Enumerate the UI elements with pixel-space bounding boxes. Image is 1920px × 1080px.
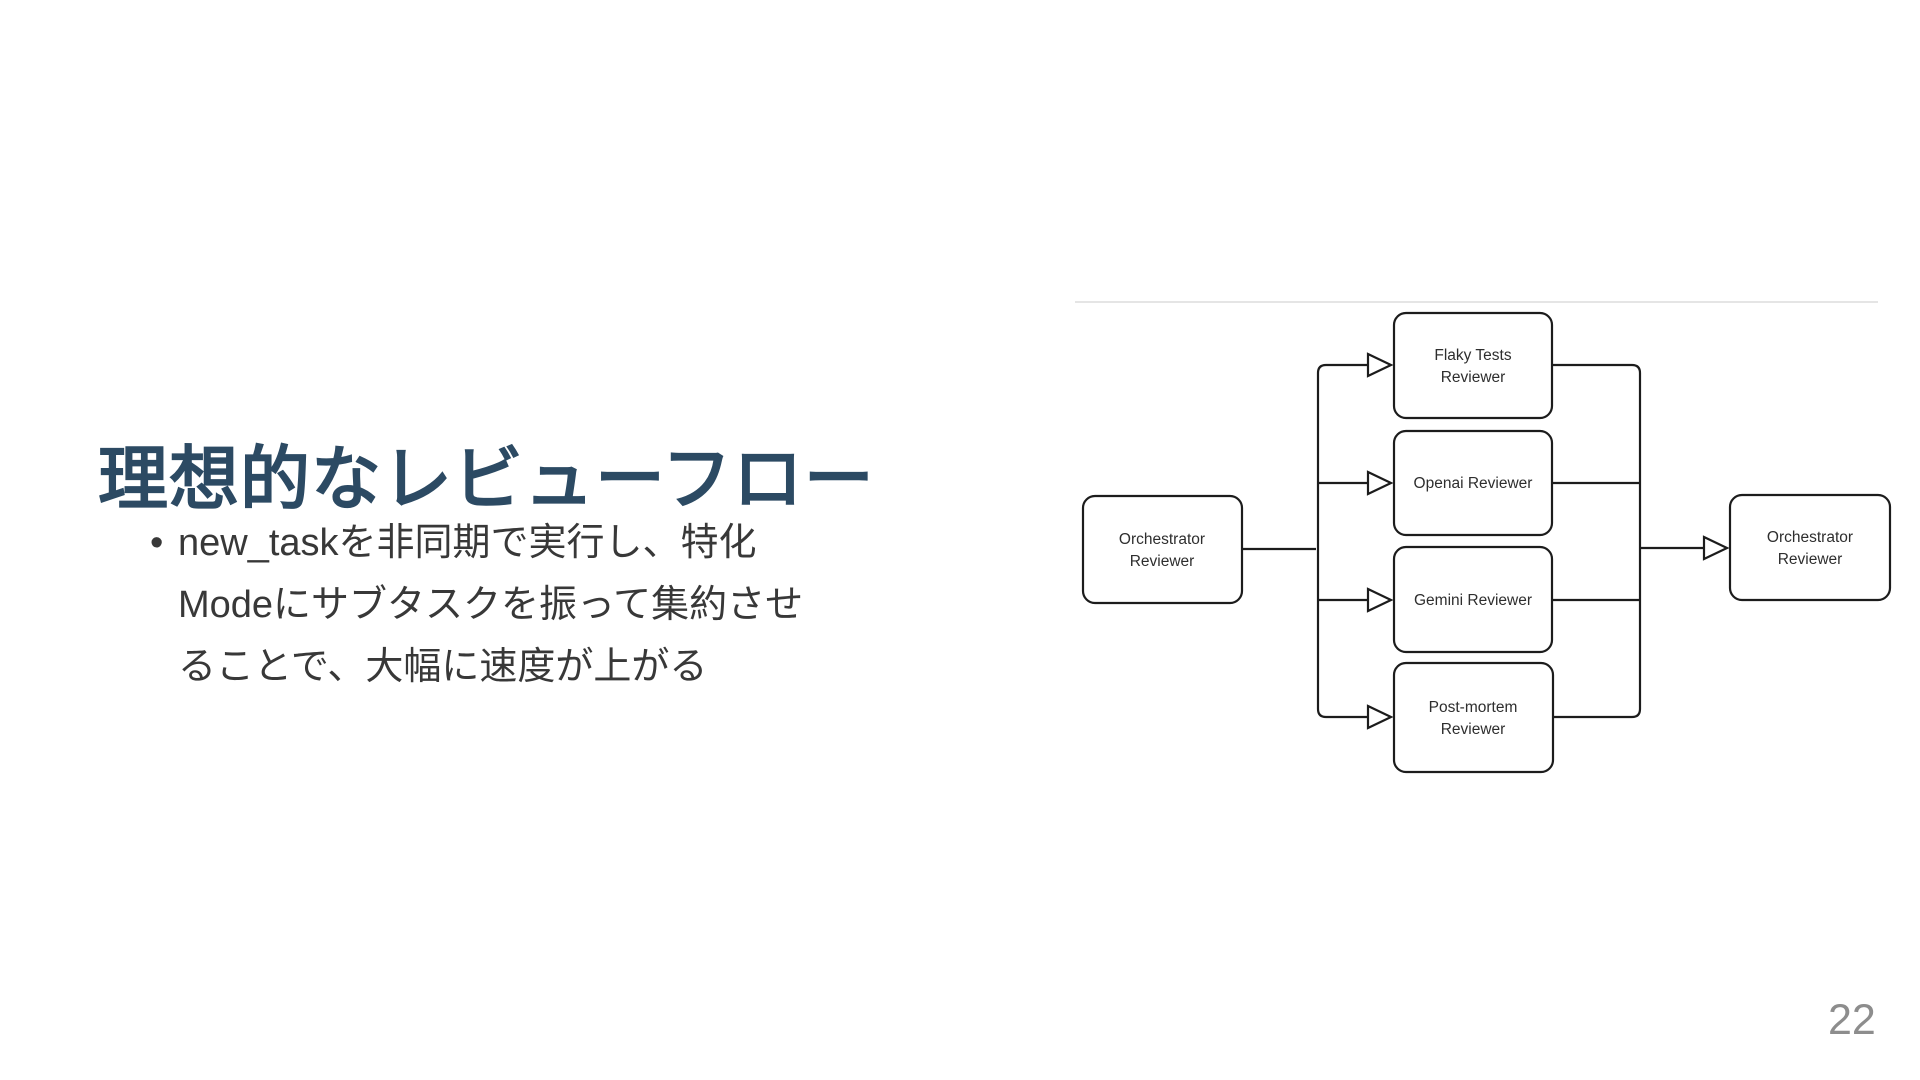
bullet-item: • new_taskを非同期で実行し、特化 Modeにサブタスクを振って集約させ… [150, 512, 803, 698]
arrowhead-openai-icon [1366, 470, 1394, 496]
node-flaky-tests [1392, 311, 1554, 420]
node-orchestrator-left [1081, 494, 1244, 605]
node-openai [1392, 429, 1554, 537]
bullet-line-3: ることで、大幅に速度が上がる [178, 646, 708, 688]
label-orchestrator-right-line2: Reviewer [1778, 551, 1843, 568]
label-flaky-line2: Reviewer [1441, 369, 1506, 386]
label-openai: Openai Reviewer [1414, 475, 1533, 492]
bullet-line-2: Modeにサブタスクを振って集約させ [178, 584, 804, 626]
bullet-marker: • [150, 522, 164, 564]
connector-postmortem-to-trunk [1552, 708, 1642, 719]
bullet-text: new_taskを非同期で実行し、特化 Modeにサブタスクを振って集約させ る… [178, 512, 803, 698]
label-flaky-line1: Flaky Tests [1434, 347, 1511, 364]
connector-flaky-to-trunk [1552, 363, 1642, 374]
arrowhead-gemini-icon [1366, 587, 1394, 613]
connector-branch-flaky [1316, 363, 1369, 374]
arrowhead-flaky-icon [1366, 352, 1394, 378]
node-post-mortem [1392, 661, 1555, 774]
node-orchestrator-right [1728, 493, 1892, 602]
arrowhead-orchestrator-right-icon [1702, 535, 1730, 561]
label-orchestrator-right-line1: Orchestrator [1767, 529, 1853, 546]
label-postmortem-line2: Reviewer [1441, 721, 1506, 738]
page-number: 22 [1828, 996, 1876, 1044]
arrowhead-postmortem-icon [1366, 704, 1394, 730]
label-orchestrator-left-line2: Reviewer [1130, 553, 1195, 570]
label-orchestrator-left-line1: Orchestrator [1119, 531, 1205, 548]
page-title: 理想的なレビューフロー [98, 439, 875, 518]
connector-branch-postmortem [1316, 708, 1369, 719]
bullet-line-1: new_taskを非同期で実行し、特化 [178, 522, 757, 564]
node-gemini [1392, 545, 1554, 654]
label-gemini: Gemini Reviewer [1414, 592, 1532, 609]
label-postmortem-line1: Post-mortem [1429, 699, 1518, 716]
